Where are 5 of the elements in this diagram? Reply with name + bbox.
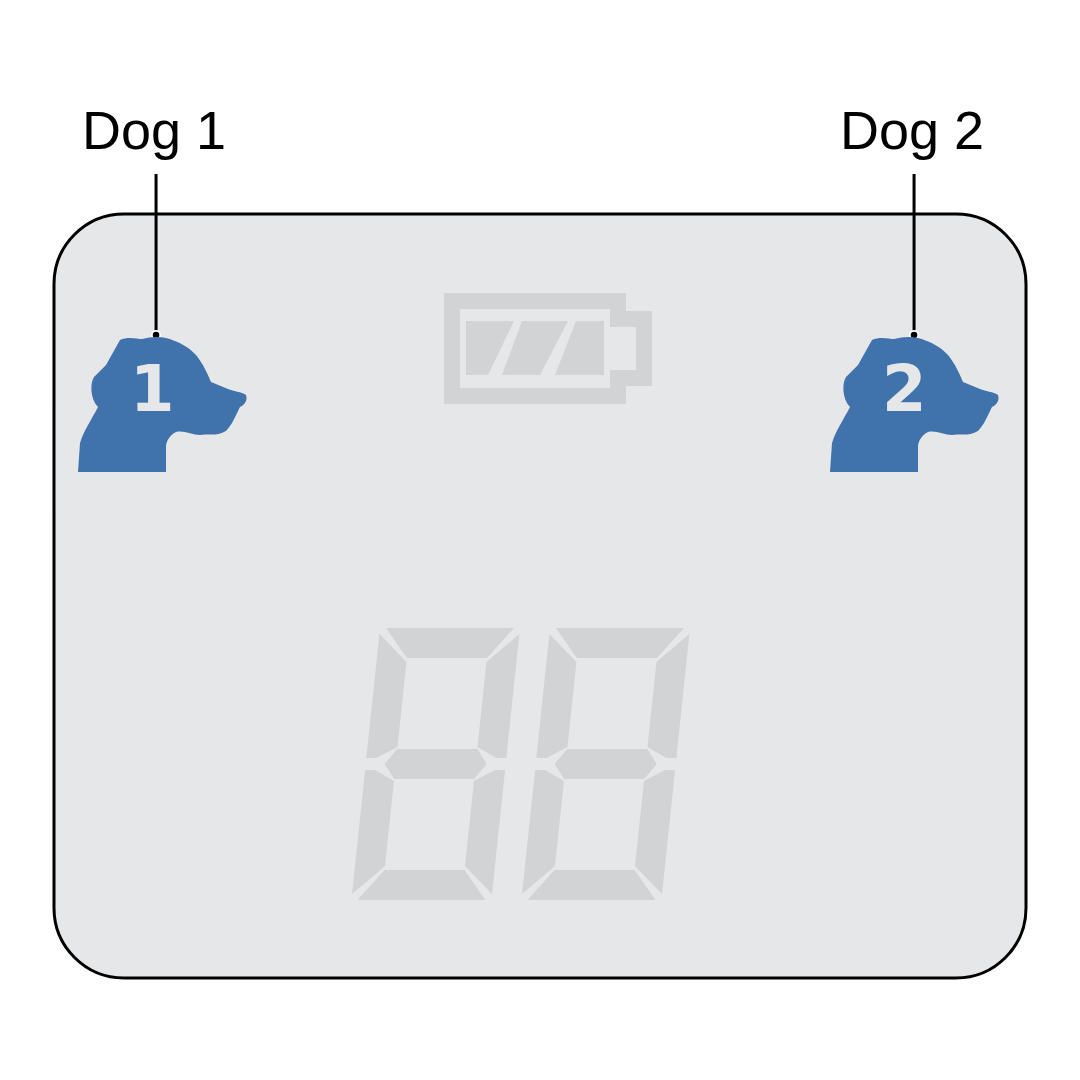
- dog-number: 2: [882, 357, 927, 421]
- dog-number: 1: [130, 357, 175, 421]
- leader-line: [908, 174, 920, 341]
- callout-label: Dog 2: [840, 100, 985, 160]
- callout-label: Dog 1: [82, 100, 227, 160]
